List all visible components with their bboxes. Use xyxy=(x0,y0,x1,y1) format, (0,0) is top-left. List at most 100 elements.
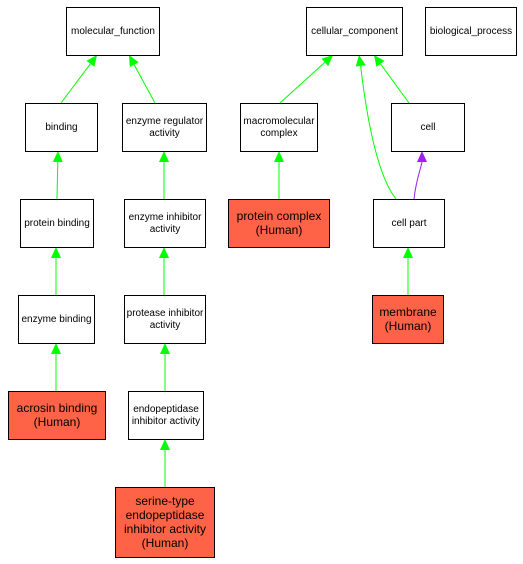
edge-line xyxy=(360,65,397,200)
node-label: activity xyxy=(149,128,180,139)
node-label: biological_process xyxy=(430,26,512,37)
node-box xyxy=(66,7,160,56)
node-label: enzyme binding xyxy=(21,314,91,325)
node-box xyxy=(25,103,98,152)
edge-enzyme_binding-to-protein_binding xyxy=(51,247,61,295)
node-box xyxy=(240,103,318,152)
edge-serine_type_endopeptidase_inhibitor_activity-to-endopeptidase_inhibitor_activity xyxy=(160,439,170,487)
arrowhead-icon xyxy=(52,151,63,163)
node-label: activity xyxy=(150,224,181,235)
node-binding[interactable]: binding xyxy=(25,103,98,152)
edge-protein_binding-to-binding xyxy=(52,151,63,200)
node-label: serine-type xyxy=(135,494,195,508)
node-label: macromolecular xyxy=(243,116,315,127)
node-membrane[interactable]: membrane(Human) xyxy=(372,295,444,344)
arrowhead-icon xyxy=(159,151,169,162)
edge-line xyxy=(133,64,156,104)
node-label: activity xyxy=(150,320,181,331)
node-cell[interactable]: cell xyxy=(391,103,465,152)
node-protein_complex[interactable]: protein complex(Human) xyxy=(228,199,330,248)
arrowhead-icon xyxy=(403,247,413,258)
node-enzyme_binding[interactable]: enzyme binding xyxy=(18,295,95,344)
node-box xyxy=(20,199,94,248)
node-box xyxy=(306,7,403,56)
node-box xyxy=(391,103,465,152)
edge-endopeptidase_inhibitor_activity-to-protease_inhibitor_activity xyxy=(160,343,170,391)
arrowhead-icon xyxy=(159,247,169,258)
node-box xyxy=(115,487,215,558)
node-biological_process[interactable]: biological_process xyxy=(425,7,517,56)
node-label: (Human) xyxy=(34,415,81,429)
edge-membrane-to-cell_part xyxy=(403,247,413,295)
node-box xyxy=(18,295,95,344)
arrowhead-icon xyxy=(321,55,333,67)
arrowhead-icon xyxy=(160,343,170,354)
node-cellular_component[interactable]: cellular_component xyxy=(306,7,403,56)
edge-line xyxy=(56,161,59,200)
node-box xyxy=(228,199,330,248)
node-label: (Human) xyxy=(142,536,189,550)
node-label: cell part xyxy=(391,218,426,229)
node-box xyxy=(128,391,204,440)
node-cell_part[interactable]: cell part xyxy=(373,199,445,248)
edge-binding-to-molecular_function xyxy=(60,55,97,104)
node-box xyxy=(372,295,444,344)
edge-acrosin_binding-to-enzyme_binding xyxy=(51,343,61,391)
edge-enzyme_regulator_activity-to-molecular_function xyxy=(129,55,156,104)
node-label: enzyme regulator xyxy=(126,116,204,127)
edge-cell_part-to-cell xyxy=(413,151,427,200)
arrowhead-icon xyxy=(86,55,97,67)
arrowhead-icon xyxy=(51,247,61,258)
node-label: molecular_function xyxy=(71,26,155,37)
node-box xyxy=(122,103,207,152)
node-label: complex xyxy=(260,128,297,139)
node-box xyxy=(425,7,517,56)
edge-enzyme_inhibitor_activity-to-enzyme_regulator_activity xyxy=(159,151,169,199)
node-label: (Human) xyxy=(256,223,303,237)
node-label: protein complex xyxy=(237,209,322,223)
node-box xyxy=(124,199,206,248)
node-label: inhibitor activity xyxy=(132,416,200,427)
node-molecular_function[interactable]: molecular_function xyxy=(66,7,160,56)
node-label: endopeptidase xyxy=(126,508,205,522)
arrowhead-icon xyxy=(417,151,427,162)
nodes-layer: molecular_function cellular_component biol… xyxy=(8,7,517,558)
node-label: cellular_component xyxy=(311,26,398,37)
node-box xyxy=(373,199,445,248)
arrowhead-icon xyxy=(355,55,366,67)
edge-line xyxy=(413,161,423,200)
node-acrosin_binding[interactable]: acrosin binding(Human) xyxy=(8,391,106,440)
arrowhead-icon xyxy=(274,151,284,162)
edge-line xyxy=(279,62,326,104)
arrowhead-icon xyxy=(160,439,170,450)
node-label: enzyme inhibitor xyxy=(129,212,202,223)
node-box xyxy=(8,391,106,440)
node-label: protein binding xyxy=(24,218,90,229)
edge-macromolecular_complex-to-cellular_component xyxy=(279,55,333,104)
edge-line xyxy=(60,63,91,104)
node-protein_binding[interactable]: protein binding xyxy=(20,199,94,248)
node-label: membrane xyxy=(379,305,437,319)
edge-cell_part-to-cellular_component xyxy=(355,55,397,200)
node-box xyxy=(124,295,206,344)
node-label: endopeptidase xyxy=(133,404,199,415)
arrowhead-icon xyxy=(129,55,139,68)
edge-protease_inhibitor_activity-to-enzyme_inhibitor_activity xyxy=(159,247,169,295)
node-label: protease inhibitor xyxy=(127,308,204,319)
node-label: binding xyxy=(45,122,77,133)
edge-cell-to-cellular_component xyxy=(374,55,410,104)
edge-line xyxy=(380,63,410,104)
node-label: acrosin binding xyxy=(17,401,98,415)
edges-layer xyxy=(51,55,427,487)
arrowhead-icon xyxy=(374,55,385,67)
edge-protein_complex-to-macromolecular_complex xyxy=(274,151,284,199)
node-label: (Human) xyxy=(385,319,432,333)
node-label: cell xyxy=(420,122,435,133)
